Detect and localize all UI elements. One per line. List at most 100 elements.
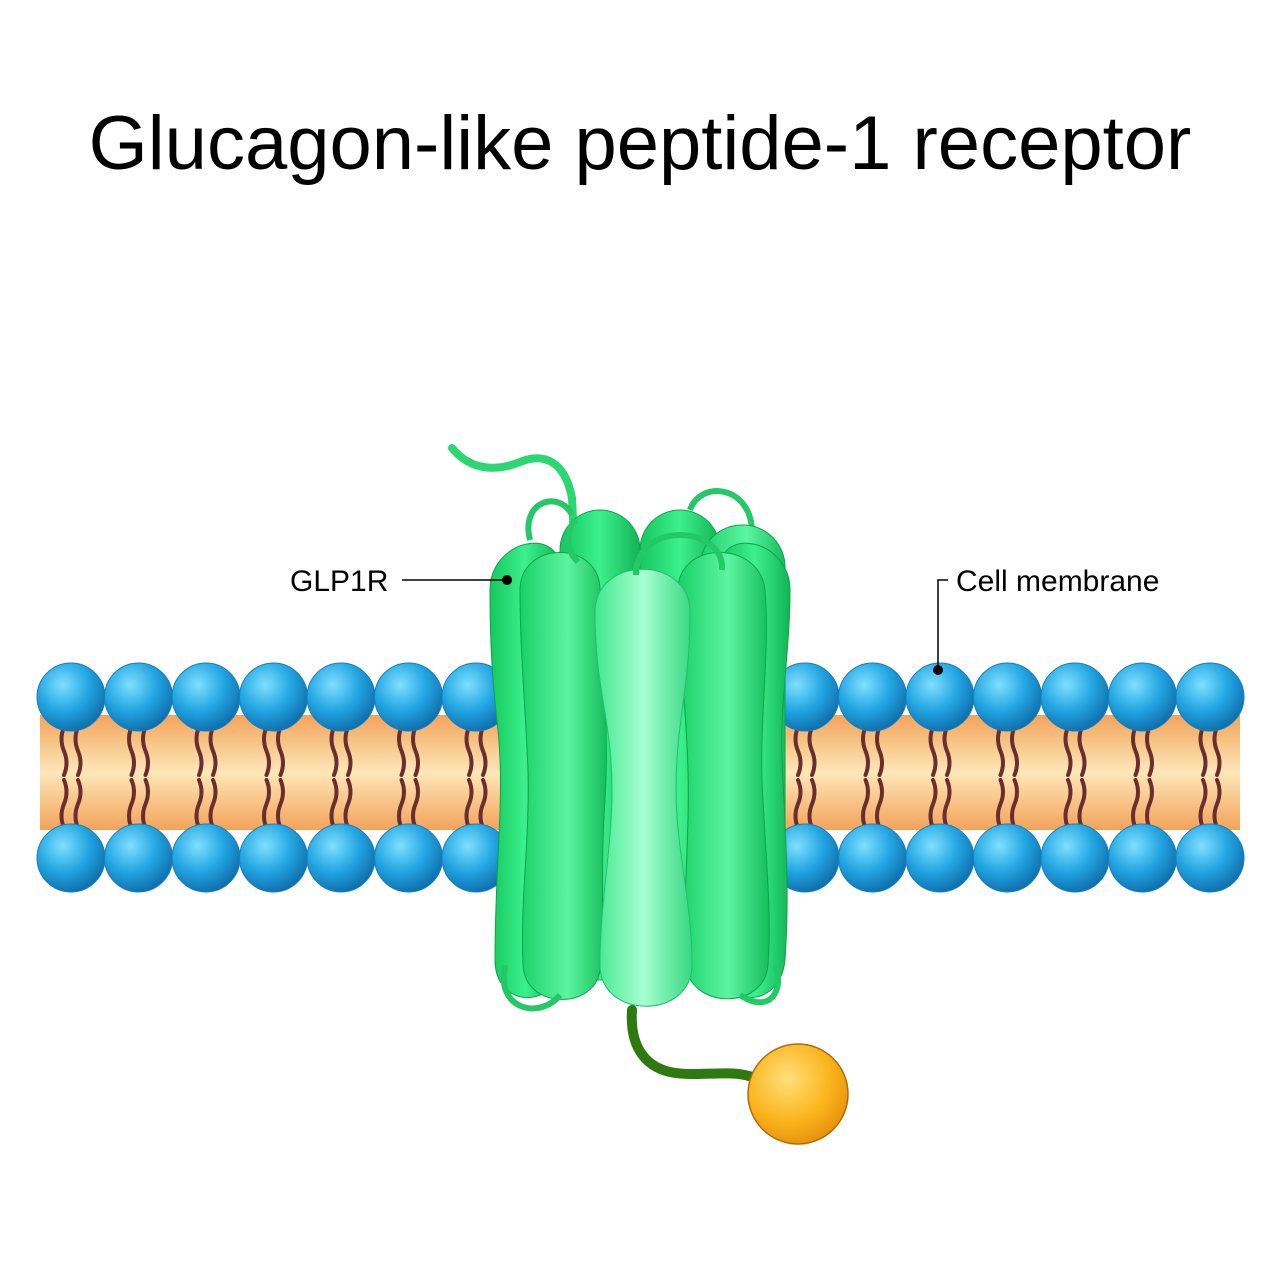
phospholipid-head xyxy=(104,823,173,893)
intracellular-loop-1 xyxy=(500,964,563,1012)
helix-front-right xyxy=(677,552,770,1000)
lipid-tail xyxy=(59,778,69,830)
membrane-leader-dot xyxy=(933,665,943,675)
loop-knob-left xyxy=(564,518,581,565)
n-terminal-tail xyxy=(448,444,579,564)
lipid-tail xyxy=(194,725,204,777)
phospholipid-head xyxy=(1175,662,1245,732)
receptor-leader xyxy=(402,575,512,585)
lipid-tail xyxy=(411,725,420,777)
lipid-tail xyxy=(127,725,136,777)
ligand-ball xyxy=(747,1043,849,1145)
lipid-tail xyxy=(262,725,271,777)
phospholipid-head xyxy=(36,823,106,893)
phospholipid-head xyxy=(905,823,975,893)
lipid-tail xyxy=(208,725,218,777)
lipid-tail xyxy=(807,778,817,830)
lipid-tail xyxy=(996,725,1005,777)
helix-front-left xyxy=(519,552,607,1000)
intracellular-loop-2 xyxy=(738,963,782,1006)
membrane-leader xyxy=(933,579,948,675)
lipid-tail xyxy=(478,778,488,830)
lipid-tail xyxy=(397,725,406,777)
lipid-tail xyxy=(141,778,150,830)
lipid-tails xyxy=(59,725,1222,830)
lipid-tail xyxy=(1198,778,1208,830)
lipid-tail xyxy=(793,725,803,777)
phospholipid-head xyxy=(1175,823,1245,893)
phospholipid-head xyxy=(838,662,907,732)
helix-front-center xyxy=(594,568,693,1007)
lipid-tail xyxy=(411,778,420,830)
lipid-tail xyxy=(397,778,406,830)
lipid-tail xyxy=(208,778,218,830)
phospholipid-head xyxy=(171,823,241,893)
lipid-tail xyxy=(1010,725,1019,777)
lipid-tail xyxy=(478,725,488,777)
phospholipid-head xyxy=(973,662,1042,732)
phospholipid-head xyxy=(973,823,1042,893)
lipid-tail xyxy=(329,778,339,830)
membrane-label: Cell membrane xyxy=(956,565,1159,598)
lipid-tail xyxy=(942,778,952,830)
lipid-tail xyxy=(1131,778,1140,830)
phospholipid-heads xyxy=(36,662,1245,893)
lipid-tail xyxy=(464,725,474,777)
lipid-tail xyxy=(996,778,1005,830)
lipid-tail xyxy=(1077,778,1087,830)
lipid-tail xyxy=(73,725,83,777)
lipid-tail xyxy=(928,725,938,777)
lipid-tail xyxy=(262,778,271,830)
membrane-core-left xyxy=(40,715,510,830)
lipid-tail xyxy=(1010,778,1019,830)
lipid-tail xyxy=(73,778,83,830)
glp1r-receptor xyxy=(448,444,849,1145)
receptor-label: GLP1R xyxy=(290,565,388,598)
phospholipid-head xyxy=(104,662,173,732)
phospholipid-head xyxy=(36,662,106,732)
phospholipid-head xyxy=(1040,662,1110,732)
lipid-tail xyxy=(1198,725,1208,777)
lipid-tail xyxy=(861,778,870,830)
lipid-tail xyxy=(343,725,353,777)
lipid-tail xyxy=(127,778,136,830)
lipid-tail xyxy=(1212,725,1222,777)
lipid-tail xyxy=(1063,778,1073,830)
lipid-tail xyxy=(1212,778,1222,830)
diagram-title: Glucagon-like peptide-1 receptor xyxy=(88,101,1192,186)
phospholipid-head xyxy=(171,662,241,732)
lipid-tail xyxy=(861,725,870,777)
phospholipid-head xyxy=(306,662,376,732)
lipid-tail xyxy=(875,725,884,777)
extracellular-loop-1 xyxy=(525,498,575,541)
lipid-tail xyxy=(59,725,69,777)
receptor-leader-dot xyxy=(502,575,512,585)
lipid-tail xyxy=(276,725,285,777)
lipid-tail xyxy=(194,778,204,830)
c-terminal-tail xyxy=(626,1005,760,1083)
lipid-tail xyxy=(875,778,884,830)
phospholipid-head xyxy=(374,662,443,732)
phospholipid-head xyxy=(239,823,308,893)
phospholipid-head xyxy=(239,662,308,732)
lipid-tail xyxy=(1145,725,1154,777)
lipid-tail xyxy=(1131,725,1140,777)
phospholipid-head xyxy=(1108,662,1177,732)
lipid-tail xyxy=(329,725,339,777)
lipid-tail xyxy=(141,725,150,777)
phospholipid-head xyxy=(1108,823,1177,893)
phospholipid-head xyxy=(838,823,907,893)
lipid-tail xyxy=(1077,725,1087,777)
lipid-tail xyxy=(343,778,353,830)
phospholipid-head xyxy=(374,823,443,893)
lipid-tail xyxy=(1145,778,1154,830)
phospholipid-head xyxy=(1040,823,1110,893)
lipid-tail xyxy=(464,778,474,830)
extracellular-loop-2 xyxy=(687,488,755,531)
lipid-tail xyxy=(807,725,817,777)
lipid-tail xyxy=(793,778,803,830)
extracellular-loop-front xyxy=(633,532,726,576)
lipid-tail xyxy=(942,725,952,777)
lipid-tail xyxy=(276,778,285,830)
lipid-tail xyxy=(1063,725,1073,777)
